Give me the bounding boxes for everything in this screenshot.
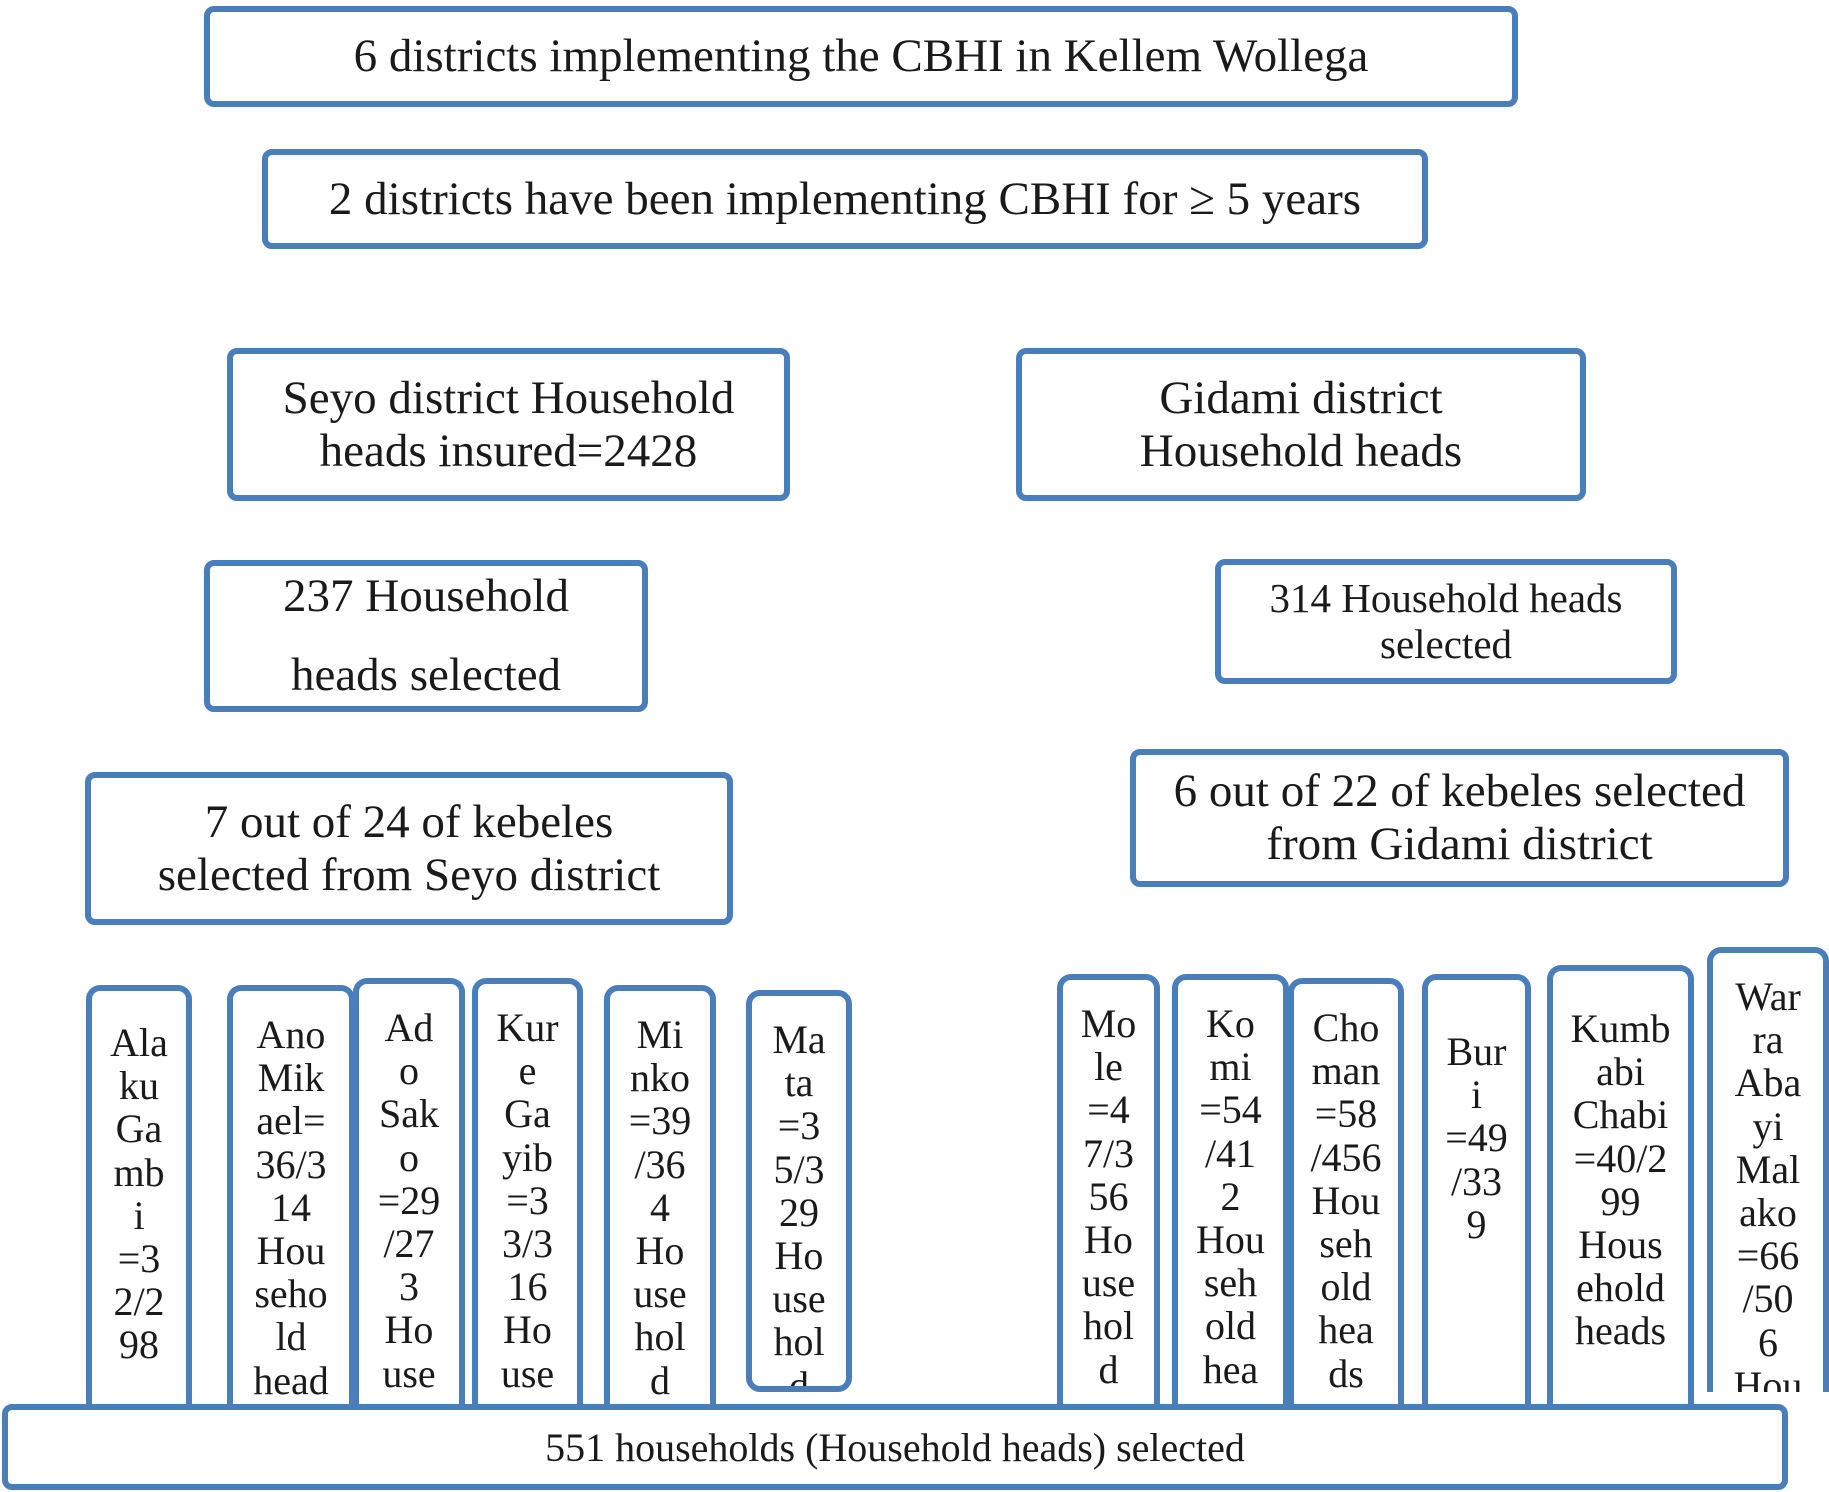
seyo-kebeles-box: 7 out of 24 of kebeles selected from Sey… (85, 772, 733, 925)
kebele-ado-sako: Ad o Sak o =29 /27 3 Ho use (353, 978, 465, 1405)
kebele-minko: Mi nko =39 /36 4 Ho use hol d (604, 985, 716, 1405)
kebele-mole: Mo le =4 7/3 56 Ho use hol d (1057, 974, 1160, 1405)
seyo-selected-box: 237 Household heads selected (204, 560, 648, 712)
kebele-kure-gayib: Kur e Ga yib =3 3/3 16 Ho use (472, 978, 583, 1405)
seyo-district-text: Seyo district Household heads insured=24… (282, 371, 735, 477)
districts-5years-box: 2 districts have been implementing CBHI … (262, 149, 1428, 249)
kebele-text: War ra Aba yi Mal ako =66 /50 6 Hou (1733, 974, 1803, 1392)
kebele-ano-mikael: Ano Mik ael= 36/3 14 Hou seho ld head (227, 985, 355, 1405)
kebele-buri: Bur i =49 /33 9 (1422, 974, 1531, 1405)
gidami-district-box: Gidami district Household heads (1016, 348, 1586, 501)
total-selected-text: 551 households (Household heads) selecte… (545, 1424, 1245, 1470)
kebele-text: Ala ku Ga mb i =3 2/2 98 (110, 1020, 168, 1368)
kebele-kumbabi-chabi: Kumb abi Chabi =40/2 99 Hous ehold heads (1547, 965, 1694, 1405)
seyo-selected-line2: heads selected (290, 649, 562, 701)
gidami-selected-text: 314 Household heads selected (1269, 575, 1623, 667)
kebele-text: Ano Mik ael= 36/3 14 Hou seho ld head (253, 1012, 329, 1403)
total-selected-box: 551 households (Household heads) selecte… (2, 1404, 1788, 1490)
kebele-text: Kur e Ga yib =3 3/3 16 Ho use (496, 1005, 559, 1396)
kebele-warra-abayi-malako: War ra Aba yi Mal ako =66 /50 6 Hou (1707, 947, 1829, 1392)
kebele-mata: Ma ta =3 5/3 29 Ho use hol d (746, 990, 852, 1392)
gidami-kebeles-box: 6 out of 22 of kebeles selected from Gid… (1130, 749, 1789, 887)
kebele-text: Ko mi =54 /41 2 Hou seh old hea (1196, 1001, 1265, 1392)
kebele-alaku-gambi: Ala ku Ga mb i =3 2/2 98 (86, 985, 192, 1405)
kebele-text: Kumb abi Chabi =40/2 99 Hous ehold heads (1570, 1006, 1671, 1354)
kebele-text: Cho man =58 /456 Hou seh old hea ds (1310, 1005, 1382, 1396)
kebele-choman: Cho man =58 /456 Hou seh old hea ds (1288, 978, 1404, 1405)
seyo-selected-line1: 237 Household (283, 570, 569, 623)
kebele-text: Ad o Sak o =29 /27 3 Ho use (377, 1005, 441, 1396)
seyo-kebeles-text: 7 out of 24 of kebeles selected from Sey… (157, 795, 661, 901)
gidami-selected-box: 314 Household heads selected (1215, 559, 1677, 684)
gidami-district-text: Gidami district Household heads (1139, 371, 1463, 477)
districts-5years-text: 2 districts have been implementing CBHI … (328, 172, 1362, 225)
kebele-text: Ma ta =3 5/3 29 Ho use hol d (772, 1017, 826, 1392)
gidami-kebeles-text: 6 out of 22 of kebeles selected from Gid… (1173, 765, 1746, 870)
seyo-district-box: Seyo district Household heads insured=24… (227, 348, 790, 501)
kebele-text: Mi nko =39 /36 4 Ho use hol d (628, 1012, 692, 1403)
kebele-komi: Ko mi =54 /41 2 Hou seh old hea (1172, 974, 1289, 1405)
districts-total-text: 6 districts implementing the CBHI in Kel… (353, 30, 1369, 83)
kebele-text: Bur i =49 /33 9 (1445, 1029, 1508, 1247)
districts-total-box: 6 districts implementing the CBHI in Kel… (204, 6, 1518, 107)
kebele-text: Mo le =4 7/3 56 Ho use hol d (1080, 1001, 1137, 1392)
